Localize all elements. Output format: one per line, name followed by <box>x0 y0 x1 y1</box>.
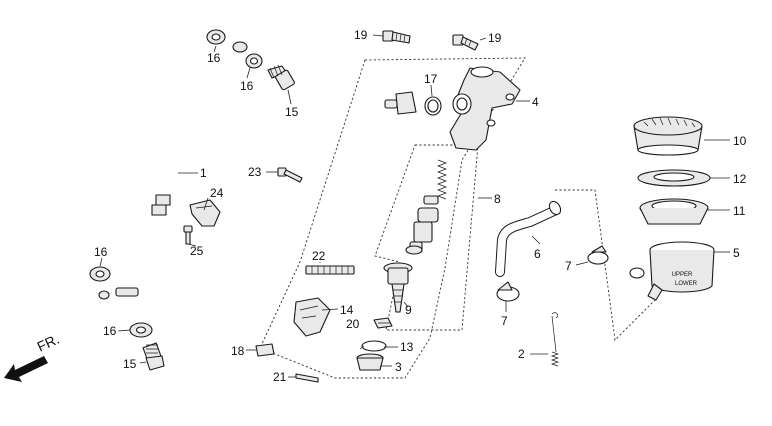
hose-grommet-upper <box>155 194 171 206</box>
label-16b: 16 <box>240 79 254 93</box>
label-24: 24 <box>210 186 224 200</box>
brake-hose <box>98 39 248 300</box>
label-8: 8 <box>494 192 501 206</box>
label-20: 20 <box>346 317 360 331</box>
hose-clamp-24 <box>189 199 221 227</box>
sealing-washer-16c <box>89 266 111 282</box>
assembly-outline-reservoir <box>555 189 656 341</box>
label-11: 11 <box>733 204 746 218</box>
pin-18 <box>255 343 275 357</box>
label-16a: 16 <box>207 51 221 65</box>
bracket-14 <box>293 297 331 337</box>
hose-grommet-lower <box>151 204 167 216</box>
label-21: 21 <box>273 370 287 384</box>
bolt-19a <box>382 30 411 44</box>
reservoir-cap-10 <box>633 116 703 156</box>
hose-clip-7b <box>496 281 520 302</box>
diaphragm-plate-12 <box>637 169 711 187</box>
hose-clip-7a <box>587 245 609 265</box>
oil-bolt-15a <box>267 64 295 91</box>
label-19b: 19 <box>488 31 502 45</box>
stop-switch-spring-2 <box>550 312 560 367</box>
sealing-washer-16a <box>206 29 226 45</box>
label-22: 22 <box>312 249 326 263</box>
bolt-19b <box>452 34 479 51</box>
front-direction-marker: FR. <box>4 331 62 382</box>
label-14: 14 <box>340 303 354 317</box>
label-19a: 19 <box>354 28 368 42</box>
assembly-outline-4 <box>259 57 526 379</box>
master-cylinder-body <box>449 66 521 151</box>
label-7a: 7 <box>565 259 572 273</box>
piston-spring <box>437 159 447 200</box>
label-12: 12 <box>733 172 747 186</box>
label-1: 1 <box>200 166 207 180</box>
label-16c: 16 <box>94 245 108 259</box>
label-25: 25 <box>190 244 204 258</box>
oil-bolt-15b <box>142 342 165 371</box>
label-4: 4 <box>532 95 539 109</box>
label-2: 2 <box>518 347 525 361</box>
sealing-washer-16b <box>245 53 263 69</box>
part-number-labels: 16 16 15 1 24 25 16 16 15 23 19 19 17 4 … <box>94 28 747 384</box>
label-5: 5 <box>733 246 740 260</box>
label-6: 6 <box>534 247 541 261</box>
screw-25 <box>183 225 193 245</box>
push-rod-9 <box>383 262 413 313</box>
reservoir-5: UPPER LOWER <box>629 241 715 301</box>
label-3: 3 <box>395 360 402 374</box>
label-7b: 7 <box>501 314 508 328</box>
reservoir-hose-6 <box>495 200 562 277</box>
label-13: 13 <box>400 340 414 354</box>
label-18: 18 <box>231 344 245 358</box>
front-label: FR. <box>35 331 62 355</box>
reservoir-mark-upper: UPPER <box>672 272 693 278</box>
front-arrow-icon <box>4 356 48 382</box>
label-15b: 15 <box>123 357 137 371</box>
dust-cap-3 <box>356 353 384 371</box>
label-23: 23 <box>248 165 262 179</box>
inlet-joint <box>384 91 417 115</box>
label-10: 10 <box>733 134 747 148</box>
hose-lower-eyelet <box>98 290 110 300</box>
leader-lines <box>99 34 730 378</box>
bolt-23 <box>277 167 303 183</box>
hose-lower-fitting <box>115 287 139 297</box>
label-16d: 16 <box>103 324 117 338</box>
sealing-washer-16d <box>129 322 153 338</box>
reservoir-mark-lower: LOWER <box>675 281 698 287</box>
cotter-pin-21 <box>295 373 319 383</box>
o-ring-17 <box>424 96 442 116</box>
label-9: 9 <box>405 303 412 317</box>
boot-ring-13 <box>359 340 387 352</box>
label-17: 17 <box>424 72 438 86</box>
label-15a: 15 <box>285 105 299 119</box>
diaphragm-11 <box>639 198 709 225</box>
hose-upper-eyelet <box>232 41 248 53</box>
bolt-22 <box>305 265 355 275</box>
piston-assembly <box>405 195 439 255</box>
